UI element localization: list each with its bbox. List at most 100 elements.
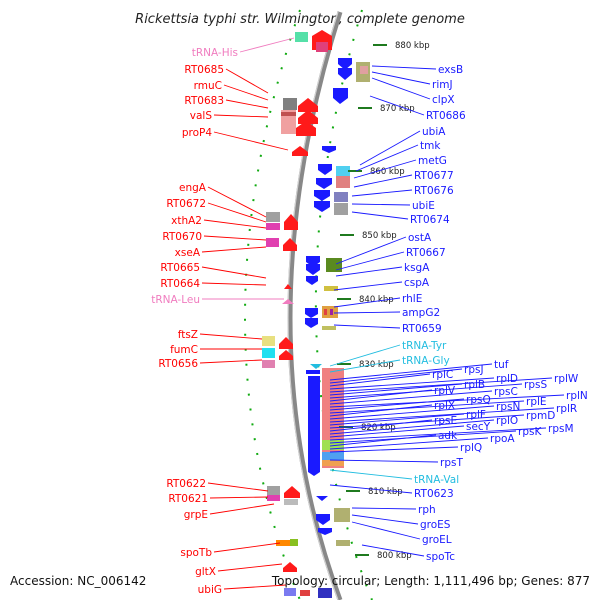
leader-line [199,359,263,364]
gene-block [284,588,296,596]
left-gene-label: xseA [175,247,201,259]
leader-line [201,282,267,286]
right-gene-label: RT0677 [414,170,454,182]
gene-block [266,212,280,222]
gene-block [334,203,348,215]
leader-line [351,521,421,540]
right-gene-label: rplB [464,379,485,391]
leader-line [329,390,493,405]
leader-line [203,219,267,229]
leader-line [239,37,295,53]
leader-line [335,236,407,265]
gene-block [318,588,332,598]
gene-block [322,460,344,466]
right-gene-label: rplE [526,396,547,408]
gene-arrow [283,562,297,572]
trna-arrow [282,299,294,304]
kbp-label: 850 kbp [362,231,397,241]
leader-line [371,65,437,70]
kbp-label: 870 kbp [380,104,415,114]
leader-line [213,114,269,118]
leader-line [329,434,437,447]
gene-block [334,192,348,202]
gene-labels: tRNA-HisRT0685rmuCRT0683valSproP4engART0… [151,47,588,596]
kbp-label: 810 kbp [368,487,403,497]
left-gene-label: spoTb [180,547,212,559]
gene-arrow [292,146,308,156]
right-gene-label: rph [418,504,436,516]
gene-arrow [306,264,320,275]
leader-line [213,131,289,151]
leader-line [329,344,401,367]
gene-arrow [284,284,292,289]
leader-line [203,235,267,241]
right-gene-label: exsB [438,64,463,76]
left-gene-label: RT0683 [184,95,224,107]
gene-block [283,98,297,110]
right-gene-label: tmk [420,140,441,152]
right-gene-label: groEL [422,534,452,546]
kbp-label: 820 kbp [361,423,396,433]
right-gene-label: rpoA [490,433,515,445]
right-gene-label: cspA [404,277,430,289]
leader-line [209,496,269,499]
right-gene-label: RT0676 [414,185,454,197]
gene-arrow [305,318,318,328]
right-gene-label: tRNA-Val [414,474,459,486]
gene-arrow [279,337,293,349]
leader-line [371,71,431,85]
leader-line [201,246,267,253]
gene-block [262,336,275,346]
right-gene-label: RT0686 [426,110,466,122]
leader-line [329,373,431,387]
kbp-label: 830 kbp [359,360,394,370]
right-gene-label: rhlE [402,293,422,305]
left-gene-label: ubiG [198,584,222,596]
leader-line [329,398,465,411]
leader-line [329,394,565,408]
right-gene-label: rpsN [496,401,520,413]
gene-block [322,326,336,330]
right-gene-label: rimJ [432,79,453,91]
leader-line [329,389,433,402]
left-gene-label: gltX [195,566,216,578]
gene-block [324,309,327,315]
leader-line [333,281,403,291]
leader-line [329,419,495,435]
right-gene-label: rplV [434,385,456,397]
map-title: Rickettsia typhi str. Wilmington, comple… [135,12,465,27]
gene-arrow [318,528,332,535]
left-gene-label: RT0656 [158,358,198,370]
genome-backbone-highlight [287,11,339,600]
leader-line [217,563,283,572]
leader-line [329,469,413,480]
leader-line [353,159,417,179]
leader-line [351,507,417,510]
gene-block [306,370,320,374]
gene-block [300,590,310,596]
right-gene-label: rpsQ [466,394,491,406]
right-gene-label: groES [420,519,451,531]
gene-arrow [284,214,298,230]
gene-arrow [314,201,330,212]
leader-line [335,266,403,277]
leader-line [329,484,413,494]
right-gene-label: RT0659 [402,323,442,335]
left-gene-label: RT0621 [168,493,208,505]
reverse-strand-features [262,30,332,596]
kbp-label: 800 kbp [377,551,412,561]
leader-line [361,544,425,557]
accession-text: Accession: NC_006142 [10,574,146,588]
gene-block [322,440,344,450]
leader-line [225,99,269,109]
left-gene-label: RT0622 [166,478,206,490]
leader-line [329,425,465,438]
gene-arrow [338,68,352,80]
right-gene-label: rpsM [548,423,574,435]
leader-line [333,297,401,308]
gene-arrow [284,486,300,498]
leader-line [369,95,425,116]
leader-line [329,377,553,393]
right-gene-label: clpX [432,94,455,106]
leader-line [225,68,269,94]
